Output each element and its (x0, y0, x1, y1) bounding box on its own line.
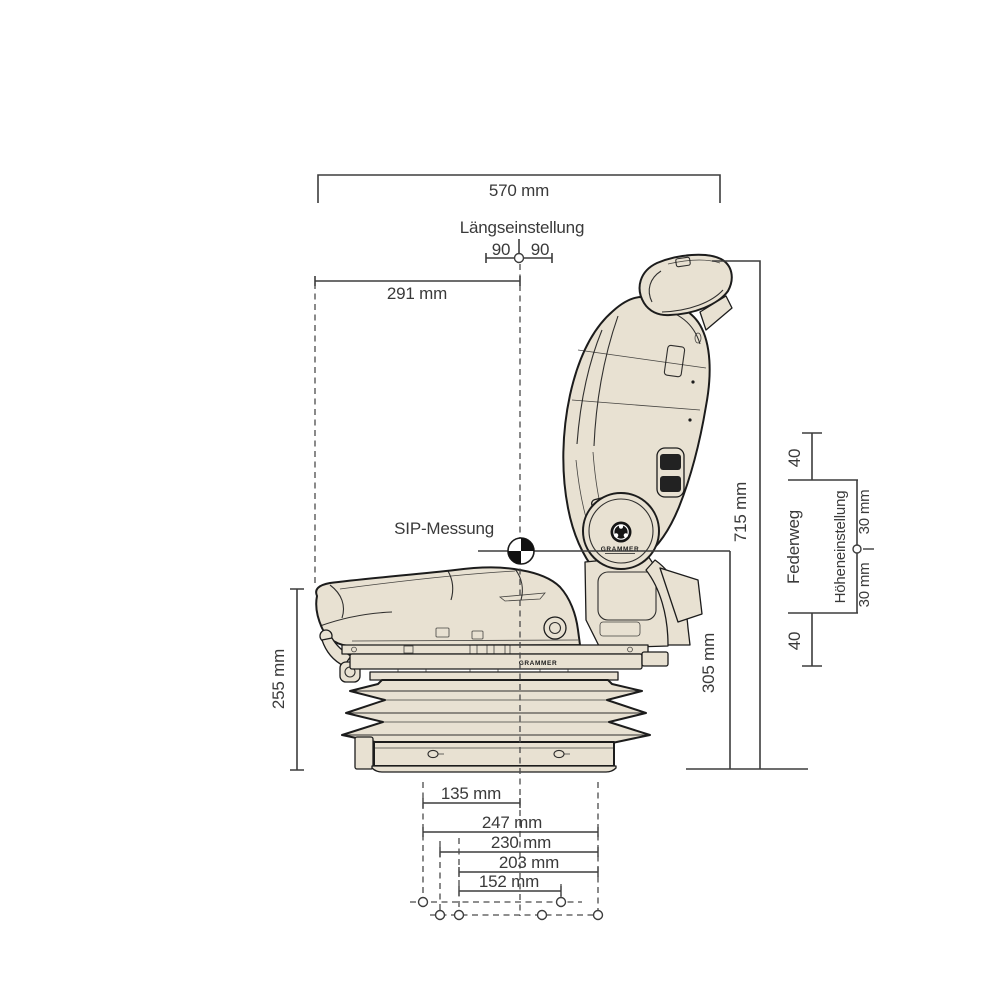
dim-label-hoeheneinstellung: Höheneinstellung (832, 491, 849, 604)
base-left-bracket (354, 736, 374, 770)
mounting-hole (555, 896, 567, 908)
dim-label-135: 135 mm (441, 784, 501, 803)
dim-line-715 (712, 260, 761, 769)
dim-label-sip: SIP-Messung (394, 519, 494, 538)
dim-line-40-upper (802, 432, 822, 480)
dim-label-255: 255 mm (269, 649, 288, 709)
dim-label-30-upper: 30 mm (856, 490, 873, 535)
seat-seam-line (514, 568, 523, 601)
mounting-hole (434, 909, 446, 921)
seat-seam-line (339, 570, 516, 590)
dim-line-40-lower (802, 613, 822, 667)
rail-brand-text: GRAMMER (519, 660, 558, 667)
seat-seam-line (577, 349, 707, 369)
recline-knob-pad (660, 476, 681, 492)
dim-label-90-right: 90 (531, 240, 550, 259)
seat-seam-line (319, 611, 393, 627)
dim-label-40-lower: 40 (785, 632, 804, 651)
dim-label-laengseinstellung: Längseinstellung (460, 218, 584, 237)
seat-detail (694, 332, 702, 344)
mounting-hole (592, 909, 604, 921)
seat-seam-line (351, 639, 579, 642)
dim-label-247: 247 mm (482, 813, 542, 832)
suspension-bellows (341, 679, 651, 744)
brand-emblem-dot (614, 533, 619, 538)
seat-seam-line (593, 315, 619, 447)
dim-label-230: 230 mm (491, 833, 551, 852)
seat-headrest (638, 253, 733, 317)
seat-detail (691, 380, 695, 384)
cushion-detail (471, 630, 484, 640)
dim-label-90-left: 90 (492, 240, 511, 259)
frame-pivot-bolt-inner (548, 621, 562, 635)
seat-cushion (315, 566, 581, 647)
brand-emblem-dot (623, 533, 628, 538)
cushion-detail (435, 627, 450, 638)
seat-seam-line (571, 399, 701, 411)
dim-label-291: 291 mm (387, 284, 447, 303)
seat-seam-line (447, 570, 454, 601)
seat-side-arm-outer (659, 567, 703, 623)
seat-illustration: GRAMMER GRAMMER (315, 253, 733, 773)
dim-label-152: 152 mm (479, 872, 539, 891)
dim-line-570 (317, 174, 721, 203)
seat-side-frame-inset (597, 571, 657, 621)
recline-knob-pad (660, 454, 681, 470)
dim-label-305: 305 mm (699, 633, 718, 693)
base-bottom-lip (371, 765, 617, 773)
seat-seam-line (576, 329, 603, 445)
upper-frame-bar (341, 644, 649, 655)
dim-label-570: 570 mm (489, 181, 549, 200)
dim-label-federweg: Federweg (784, 510, 803, 584)
dim-label-715: 715 mm (731, 482, 750, 542)
adjustment-reference-point (513, 252, 525, 264)
headrest-detail (675, 256, 691, 268)
headrest-mount (699, 295, 733, 331)
rail-detail (351, 646, 357, 653)
bellows-top-plate (369, 671, 619, 681)
dim-line-255 (290, 588, 304, 771)
pivot-disc-rim (588, 498, 654, 564)
mounting-hole (417, 896, 429, 908)
height-adjustment-reference-point (852, 544, 862, 554)
dim-label-30-lower: 30 mm (856, 563, 873, 608)
dim-label-203: 203 mm (499, 853, 559, 872)
brand-emblem-dot (618, 524, 624, 529)
seat-side-frame-detail (599, 621, 641, 637)
rail-detail (627, 646, 633, 653)
backrest-label-patch (663, 344, 686, 378)
rail-detail (403, 645, 414, 654)
slide-rail (349, 653, 643, 670)
slide-rail-end (641, 651, 669, 667)
base-box (373, 741, 615, 767)
seat-seam-line (661, 289, 724, 313)
seat-seam-line (667, 259, 721, 265)
dimension-annotations: 570 mm Längseinstellung 90 90 291 mm SIP… (269, 174, 874, 921)
mounting-hole (453, 909, 465, 921)
cushion-detail (498, 592, 546, 602)
sip-point-marker (507, 537, 535, 565)
mounting-hole (536, 909, 548, 921)
seat-seam-line (329, 584, 345, 619)
dim-label-40-upper: 40 (785, 449, 804, 468)
seat-detail (688, 418, 692, 422)
seat-seam-line (648, 270, 662, 303)
disc-brand-text: GRAMMER (601, 546, 640, 553)
frame-pivot-bolt (543, 616, 567, 640)
